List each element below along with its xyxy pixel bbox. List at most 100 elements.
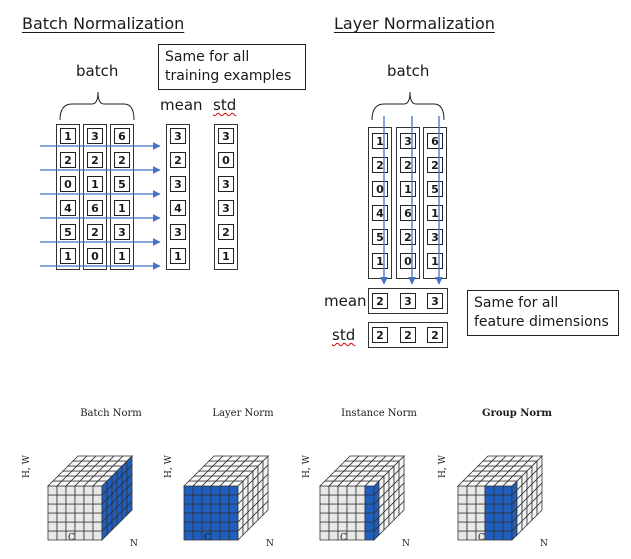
cube-2-front-cell bbox=[228, 494, 239, 505]
cube-1-front-cell bbox=[56, 530, 67, 541]
cube-2-front-cell bbox=[210, 530, 221, 541]
layer-norm-title: Layer Normalization bbox=[334, 14, 495, 33]
batch-norm-cell: 1 bbox=[114, 248, 130, 264]
batch-norm-column-frame bbox=[83, 124, 107, 270]
batch-norm-note-line-1: Same for all bbox=[165, 49, 250, 65]
cube-4-top-cell bbox=[527, 455, 543, 462]
cube-3-front-cell bbox=[355, 485, 366, 496]
batch-norm-mean-cell: 2 bbox=[170, 152, 186, 168]
cube-2-front-cell bbox=[228, 512, 239, 523]
cube-3-front-cell bbox=[319, 503, 330, 514]
cube-3-front-cell bbox=[319, 494, 330, 505]
cube-4-axis-hw: H, W bbox=[438, 455, 448, 478]
cube-4-front-cell bbox=[475, 512, 486, 523]
cube-1-front-cell bbox=[92, 503, 103, 514]
layer-norm-column-frame bbox=[396, 127, 420, 279]
cube-1-front-cell bbox=[74, 503, 85, 514]
cube-2-front-cell bbox=[210, 485, 221, 496]
cube-1-front-cell bbox=[56, 494, 67, 505]
layer-norm-std-label: std bbox=[332, 326, 355, 344]
cube-3-front-cell bbox=[346, 530, 357, 541]
cube-2-front-cell bbox=[228, 503, 239, 514]
cube-2-front-cell bbox=[228, 530, 239, 541]
layer-norm-std-cell: 2 bbox=[372, 327, 388, 343]
cube-1-front-cell bbox=[65, 485, 76, 496]
batch-norm-cell: 1 bbox=[87, 176, 103, 192]
cube-2-front-cell bbox=[183, 485, 194, 496]
cube-2-front-cell bbox=[228, 485, 239, 496]
cube-1-front-cell bbox=[56, 512, 67, 523]
batch-norm-cell: 1 bbox=[60, 128, 76, 144]
cube-2-front-cell bbox=[183, 494, 194, 505]
layer-norm-note: Same for all feature dimensions bbox=[467, 290, 619, 336]
cube-2-front-cell bbox=[219, 521, 230, 532]
layer-norm-batch-label: batch bbox=[387, 62, 430, 80]
cube-2-front-cell bbox=[219, 530, 230, 541]
cube-4-front-cell bbox=[502, 503, 513, 514]
cube-4-front-cell bbox=[493, 521, 504, 532]
batch-norm-cell: 5 bbox=[60, 224, 76, 240]
cube-2-front-cell bbox=[228, 521, 239, 532]
batch-norm-std-cell: 3 bbox=[218, 128, 234, 144]
cube-2-front-cell bbox=[192, 485, 203, 496]
cube-3-front-cell bbox=[337, 521, 348, 532]
layer-norm-column-frame bbox=[423, 127, 447, 279]
batch-norm-cell: 2 bbox=[60, 152, 76, 168]
cube-4-front-cell bbox=[457, 494, 468, 505]
cube-3-front-cell bbox=[355, 512, 366, 523]
cube-4-front-cell bbox=[475, 494, 486, 505]
layer-norm-mean-cell: 2 bbox=[372, 293, 388, 309]
cube-1-front-cell bbox=[92, 521, 103, 532]
cube-title-layer-norm: Layer Norm bbox=[212, 408, 274, 419]
cube-1-front-cell bbox=[74, 530, 85, 541]
cube-4-front-cell bbox=[502, 485, 513, 496]
cube-3-axis-c: C bbox=[340, 533, 347, 543]
cube-3-front-cell bbox=[346, 503, 357, 514]
cube-4-front-cell bbox=[484, 485, 495, 496]
cube-1-axis-n: N bbox=[130, 539, 138, 549]
batch-norm-title: Batch Normalization bbox=[22, 14, 185, 33]
layer-norm-std-cell: 2 bbox=[400, 327, 416, 343]
cube-2-front-cell bbox=[183, 503, 194, 514]
cube-4-front-cell bbox=[493, 503, 504, 514]
cube-2-top-cell bbox=[253, 455, 269, 462]
cube-2-front-cell bbox=[201, 485, 212, 496]
cube-1-front-cell bbox=[56, 485, 67, 496]
cube-2-front-cell bbox=[219, 512, 230, 523]
batch-norm-note: Same for all training examples bbox=[158, 44, 306, 90]
cube-4-front-cell bbox=[457, 530, 468, 541]
cube-1-front-cell bbox=[92, 494, 103, 505]
cube-4-front-cell bbox=[457, 512, 468, 523]
cube-1-front-cell bbox=[74, 521, 85, 532]
cube-3-front-cell bbox=[328, 521, 339, 532]
cube-3-front-cell bbox=[364, 494, 375, 505]
cube-4-front-cell bbox=[484, 530, 495, 541]
cube-3-front-cell bbox=[355, 530, 366, 541]
cube-1-front-cell bbox=[56, 521, 67, 532]
cube-1-front-cell bbox=[65, 521, 76, 532]
layer-norm-column-frame bbox=[368, 127, 392, 279]
cube-1-front-cell bbox=[83, 503, 94, 514]
cube-4-front-cell bbox=[457, 521, 468, 532]
batch-norm-note-line-2: training examples bbox=[165, 68, 292, 84]
batch-norm-cell: 6 bbox=[114, 128, 130, 144]
batch-norm-cell: 1 bbox=[60, 248, 76, 264]
cube-1-front-cell bbox=[56, 503, 67, 514]
cube-3-front-cell bbox=[328, 503, 339, 514]
cube-3-front-cell bbox=[319, 521, 330, 532]
cube-1-front-cell bbox=[83, 485, 94, 496]
batch-norm-batch-label: batch bbox=[76, 62, 119, 80]
cube-1-front-cell bbox=[47, 503, 58, 514]
cube-2-front-cell bbox=[210, 494, 221, 505]
batch-norm-std-text: std bbox=[213, 96, 237, 114]
batch-norm-mean-cell: 3 bbox=[170, 224, 186, 240]
batch-norm-cell: 4 bbox=[60, 200, 76, 216]
batch-norm-mean-cell: 3 bbox=[170, 128, 186, 144]
cube-4-front-cell bbox=[466, 530, 477, 541]
batch-norm-std-cell: 2 bbox=[218, 224, 234, 240]
cube-2-axis-c: C bbox=[204, 533, 211, 543]
cube-2-front-cell bbox=[201, 512, 212, 523]
cube-2-front-cell bbox=[201, 521, 212, 532]
cube-3-front-cell bbox=[328, 494, 339, 505]
cube-1-front-cell bbox=[74, 494, 85, 505]
